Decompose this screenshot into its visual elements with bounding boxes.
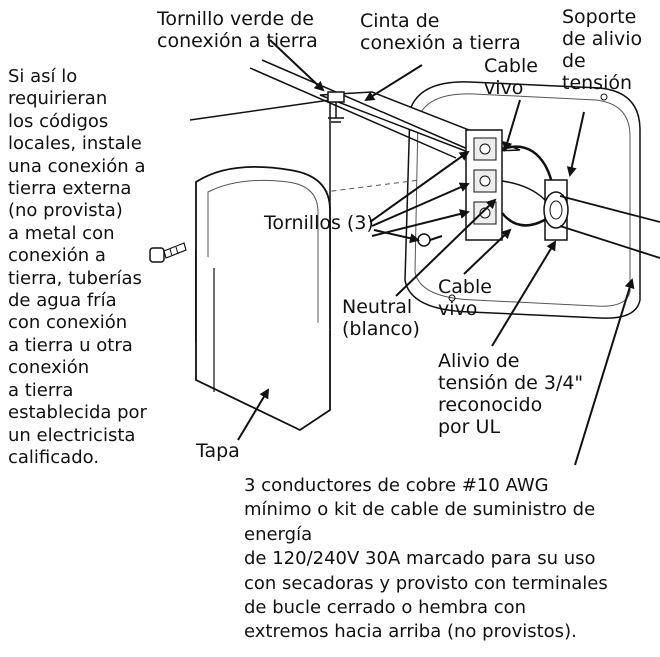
strain-relief-label: Alivio de tensión de 3/4" reconocido por… <box>438 350 584 438</box>
local-codes-note: Si así lo requirieran los códigos locale… <box>8 66 147 468</box>
cover <box>195 165 331 432</box>
live-wire-top-label: Cable vivo <box>484 55 538 99</box>
ground-screw-label: Tornillo verde de conexión a tierra <box>157 8 318 52</box>
strain-relief-bracket <box>543 179 569 241</box>
supply-cord <box>559 195 660 259</box>
live-wire-bottom-label: Cable vivo <box>438 276 492 320</box>
conductors-note: 3 conductores de cobre #10 AWG mínimo o … <box>244 475 608 643</box>
green-ground-screw <box>327 91 345 123</box>
terminal-block <box>465 129 503 241</box>
neutral-wire <box>501 180 546 201</box>
strain-bracket-label: Soporte de alivio de tensión <box>562 6 643 94</box>
ground-strap-label: Cinta de conexión a tierra <box>360 10 521 54</box>
screws-label: Tornillos (3) <box>264 212 374 234</box>
live-wire-2 <box>501 212 549 227</box>
loose-screw <box>149 242 187 263</box>
neutral-label: Neutral (blanco) <box>342 296 420 340</box>
cover-label: Tapa <box>196 440 240 462</box>
